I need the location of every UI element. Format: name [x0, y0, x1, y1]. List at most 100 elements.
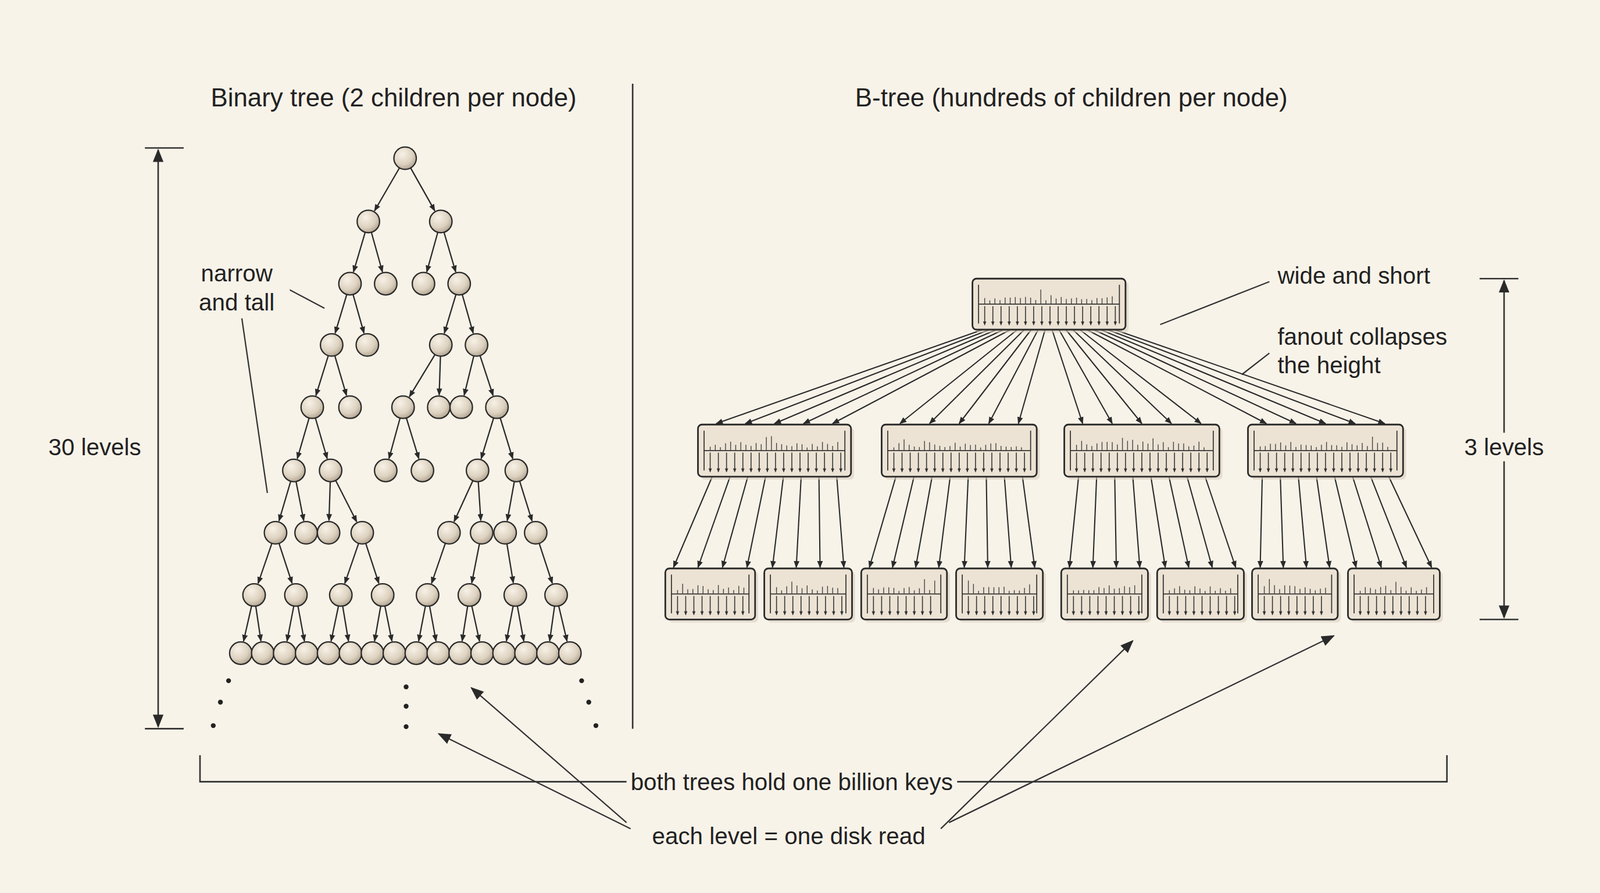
tree-branch: [374, 168, 400, 212]
tree-branch: [330, 605, 339, 642]
btree-node: [861, 568, 950, 623]
annotation: narrow and tall: [183, 259, 291, 317]
tree-branch: [444, 231, 456, 272]
tree-branch: [329, 481, 331, 521]
tree-node: [514, 641, 538, 665]
child-pointer: [938, 476, 951, 568]
child-pointer: [1352, 476, 1382, 568]
ellipsis-dot: [218, 700, 223, 705]
divider-line: [631, 83, 634, 729]
tree-branch: [255, 606, 262, 642]
child-pointer: [1169, 476, 1189, 568]
tree-branch: [454, 480, 473, 522]
tree-branch: [481, 418, 495, 459]
tree-node: [493, 521, 517, 545]
tree-node: [295, 641, 319, 665]
btree-node: [972, 278, 1130, 333]
tree-branch: [418, 605, 426, 641]
child-pointer: [1260, 476, 1263, 568]
child-pointer: [673, 476, 713, 568]
tree-branch: [471, 543, 480, 583]
annotation: fanout collapses the height: [1273, 322, 1482, 380]
column-heading: Binary tree (2 children per node): [206, 82, 581, 112]
child-pointer: [1086, 329, 1267, 424]
tree-node: [338, 272, 362, 296]
child-pointer: [892, 476, 914, 568]
tree-branch: [279, 481, 291, 521]
tree-branch: [342, 605, 349, 641]
child-pointer: [836, 476, 844, 568]
child-pointer: [929, 329, 1025, 424]
tree-branch: [334, 294, 347, 334]
tree-branch: [506, 605, 514, 641]
tree-node: [356, 333, 380, 357]
tree-node: [437, 521, 461, 545]
child-pointer: [1004, 476, 1012, 568]
btree-node: [1064, 424, 1223, 480]
child-pointer: [1334, 476, 1356, 568]
tree-node: [411, 459, 434, 482]
tree-branch: [279, 543, 293, 584]
tree-branch: [315, 418, 327, 459]
tree-node: [412, 272, 435, 296]
tree-node: [429, 210, 453, 234]
btree-node: [1247, 424, 1406, 480]
child-pointer: [832, 329, 1011, 424]
tree-branch: [352, 294, 364, 334]
tree-node: [317, 521, 341, 545]
tree-node: [284, 583, 308, 607]
ellipsis-dot: [403, 684, 409, 689]
tree-node: [448, 641, 472, 665]
tree-node: [524, 521, 548, 545]
tree-node: [427, 641, 450, 665]
tree-branch: [344, 543, 359, 584]
tree-branch: [374, 605, 381, 641]
tree-branch: [462, 605, 469, 641]
tree-node: [470, 641, 494, 665]
child-pointer: [819, 476, 821, 568]
tree-branch: [549, 606, 555, 642]
tree-node: [504, 583, 527, 607]
tree-branch: [287, 605, 295, 641]
tree-branch: [507, 481, 515, 521]
tree-branch: [429, 605, 437, 641]
tree-node: [458, 583, 481, 607]
column-heading: B-tree (hundreds of children per node): [851, 82, 1292, 112]
tree-branch: [371, 232, 383, 273]
tree-node: [317, 641, 341, 665]
tree-node: [391, 395, 415, 419]
tree-branch: [334, 355, 347, 396]
tree-node: [356, 210, 380, 234]
tree-node: [405, 641, 428, 665]
tree-node: [470, 521, 494, 545]
tree-node: [429, 333, 453, 357]
child-pointer: [988, 329, 1039, 424]
tree-node: [450, 395, 473, 419]
child-pointer: [1316, 476, 1330, 568]
tree-branch: [478, 481, 481, 521]
tree-node: [374, 272, 398, 296]
btree-node: [881, 424, 1040, 480]
child-pointer: [1187, 476, 1213, 568]
tree-branch: [409, 354, 435, 398]
tree-branch: [463, 355, 474, 396]
tree-node: [282, 459, 306, 482]
annotation: each level = one disk read: [647, 821, 930, 850]
child-pointer: [697, 476, 730, 568]
tree-branch: [388, 418, 400, 459]
tree-node: [447, 272, 471, 296]
btree-node: [1347, 568, 1443, 623]
ellipsis-dot: [211, 723, 216, 728]
child-pointer: [747, 476, 766, 568]
tree-branch: [243, 605, 252, 642]
child-pointer: [803, 329, 1004, 424]
tree-node: [465, 333, 488, 357]
btree-node: [956, 568, 1046, 623]
tree-node: [301, 395, 324, 419]
tree-node: [320, 333, 344, 357]
child-pointer: [1280, 476, 1284, 568]
child-pointer: [986, 476, 988, 568]
tree-node: [229, 641, 253, 665]
height-dimension: [144, 148, 1519, 730]
